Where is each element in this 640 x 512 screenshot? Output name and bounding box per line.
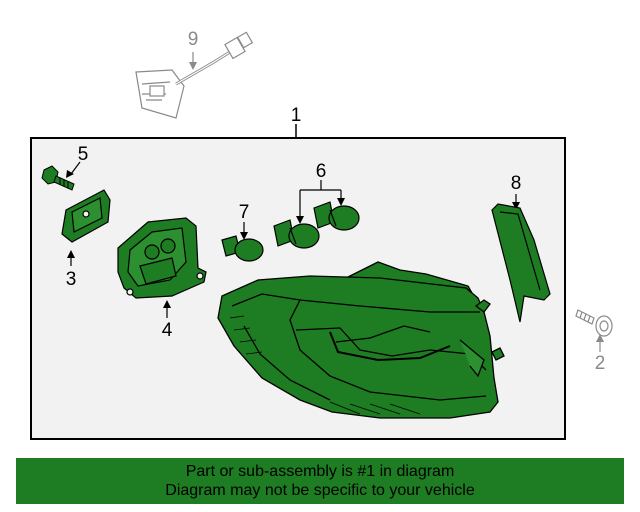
gasket-part-3[interactable]	[61, 189, 111, 243]
leader-6	[296, 180, 345, 224]
callout-7: 7	[238, 202, 250, 223]
callout-2: 2	[594, 353, 606, 374]
callout-8: 8	[510, 173, 522, 194]
screw-part-5[interactable]	[41, 165, 75, 191]
leader-8	[512, 194, 520, 210]
screw-part-2[interactable]	[575, 309, 613, 337]
callout-1: 1	[290, 105, 302, 126]
info-banner: Part or sub-assembly is #1 in diagram Di…	[16, 458, 624, 504]
wiring-harness-part-9[interactable]	[135, 31, 254, 119]
leader-3	[67, 250, 75, 266]
tail-lamp-part-1[interactable]	[217, 261, 505, 419]
banner-line-2: Diagram may not be specific to your vehi…	[165, 482, 475, 499]
leader-5	[66, 161, 81, 178]
leader-7	[240, 222, 248, 240]
callout-5: 5	[77, 144, 89, 165]
leader-9	[189, 52, 197, 70]
callout-9: 9	[187, 29, 199, 50]
callout-3: 3	[65, 269, 77, 290]
trim-strip-part-8[interactable]	[491, 203, 551, 323]
bulb-part-6-a[interactable]	[273, 219, 320, 249]
bulb-part-7[interactable]	[221, 235, 264, 262]
callout-6: 6	[315, 161, 327, 182]
banner-line-1: Part or sub-assembly is #1 in diagram	[185, 463, 455, 480]
bulb-part-6-b[interactable]	[313, 201, 360, 231]
bulb-holder-part-4[interactable]	[117, 217, 207, 299]
leader-2	[596, 334, 604, 352]
leader-4	[163, 300, 171, 318]
callout-4: 4	[161, 320, 173, 341]
